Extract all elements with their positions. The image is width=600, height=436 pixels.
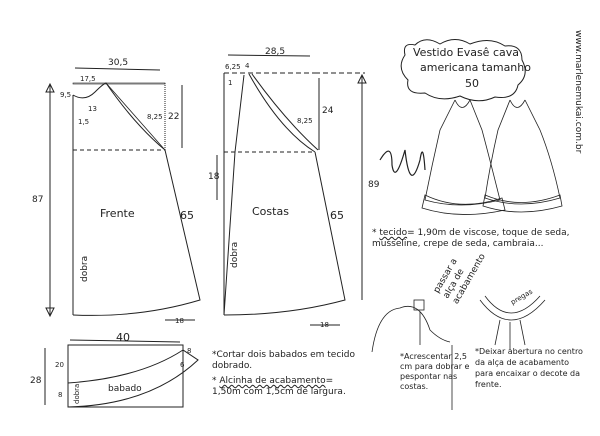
babado-upper: 20 — [55, 361, 64, 369]
costas-side: 65 — [330, 209, 344, 222]
costas-armhole: 8,25 — [297, 117, 313, 125]
babado-width: 40 — [116, 331, 130, 344]
costas-shoulder: 4 — [245, 62, 250, 70]
frente-armhole: 8,25 — [147, 113, 163, 121]
title-line1: Vestido Evasê cava — [413, 46, 519, 59]
fabric-text: = 1,90m de viscose, toque de seda, musse… — [372, 228, 570, 249]
babado-label: babado — [108, 384, 142, 394]
frente-length: 87 — [32, 195, 44, 205]
costas-hem-ext: 18 — [320, 321, 329, 329]
detail-sketches — [371, 295, 546, 410]
strap-label: Alcinha de acabamento — [219, 376, 326, 386]
frente-neck-offset: 1,5 — [78, 118, 90, 126]
title-size: 50 — [465, 77, 479, 90]
signature-logo — [379, 149, 426, 176]
frente-width: 30,5 — [108, 58, 129, 68]
frente-side: 65 — [180, 209, 194, 222]
babado-height: 28 — [30, 376, 42, 386]
dress-sketches — [421, 99, 563, 215]
add-seam-note: *Acrescentar 2,5 cm para dobrar e pespon… — [400, 352, 470, 391]
babado-lower: 8 — [58, 391, 63, 399]
strap-note: * Alcinha de acabamento= 1,50m com 1,5cm… — [212, 376, 346, 397]
costas-waist-mark: 18 — [208, 172, 220, 182]
cut-ruffles-note: *Cortar dois babados em tecido dobrado. — [212, 350, 355, 371]
frente-piece — [45, 67, 201, 321]
fabric-note: * tecido= 1,90m de viscose, toque de sed… — [372, 228, 570, 249]
frente-fold: dobra — [80, 255, 90, 282]
costas-fold: dobra — [230, 241, 240, 268]
costas-width: 28,5 — [265, 47, 286, 57]
frente-neck-curve: 13 — [88, 105, 97, 113]
costas-label: Costas — [252, 205, 289, 218]
costas-neck-width: 6,25 — [225, 63, 241, 71]
babado-piece — [44, 339, 199, 408]
frente-armhole-depth: 22 — [168, 112, 180, 122]
babado-corner-b: 6 — [180, 361, 185, 369]
fabric-label: tecido — [379, 228, 408, 238]
costas-armhole-depth: 24 — [322, 106, 334, 116]
title-cloud — [400, 39, 526, 102]
babado-fold: dobra — [73, 383, 81, 404]
costas-length: 89 — [368, 180, 380, 190]
strap-text: = 1,50m com 1,5cm de largura. — [212, 376, 346, 397]
website-text: www.marlenemukai.com.br — [573, 30, 583, 154]
frente-label: Frente — [100, 207, 135, 220]
title-line2: americana tamanho — [420, 61, 531, 74]
frente-neck-drop: 9,5 — [60, 91, 72, 99]
frente-neck-width: 17,5 — [80, 75, 96, 83]
frente-hem-ext: 18 — [175, 317, 184, 325]
costas-piece — [216, 54, 367, 326]
babado-corner-a: 8 — [187, 347, 192, 355]
opening-note: *Deixar abertura no centro da alça de ac… — [475, 347, 583, 389]
costas-neck-drop: 1 — [228, 79, 233, 87]
